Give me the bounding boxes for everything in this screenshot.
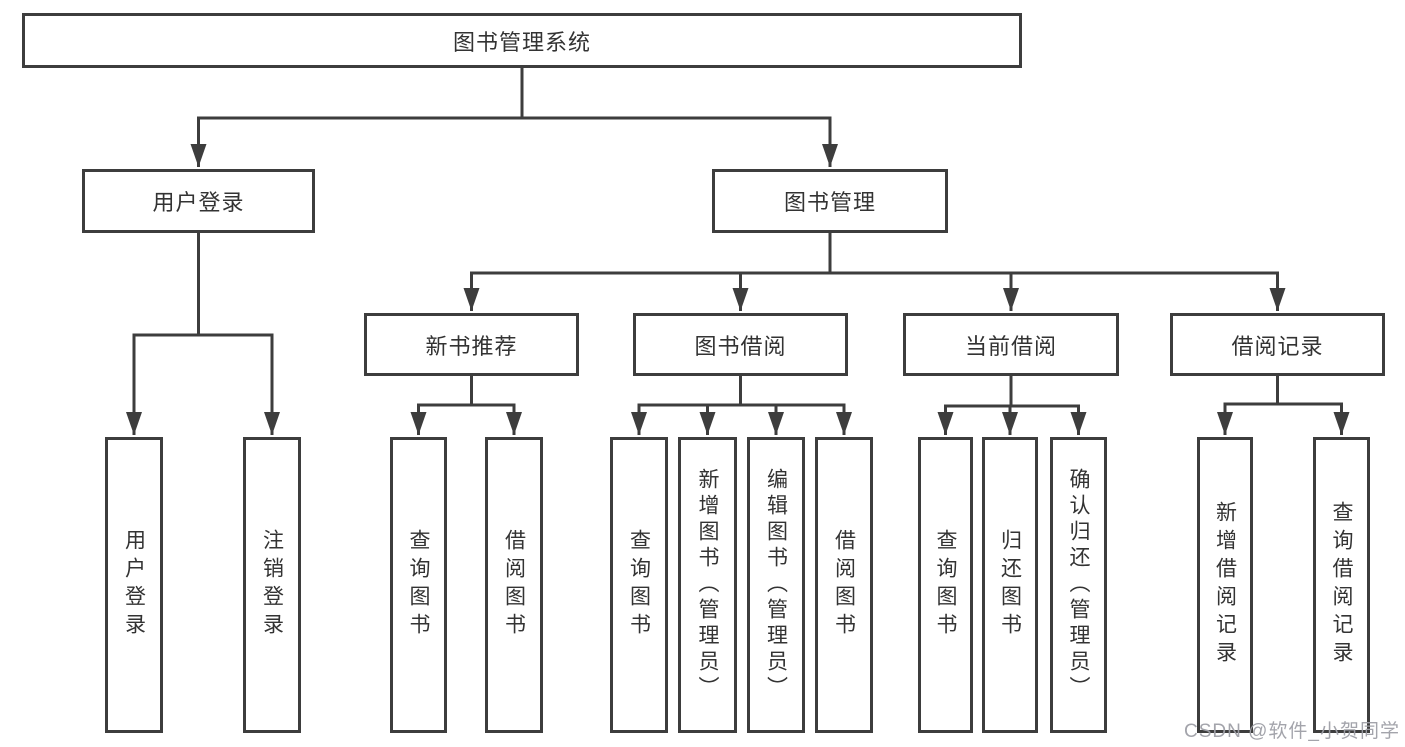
leaf-query-borrow-record: 查询借阅记录 [1313,437,1370,733]
node-root: 图书管理系统 [22,13,1022,68]
leaf-confirm-return-admin: 确认归还（管理员） [1050,437,1107,733]
leaf-return-book: 归还图书 [982,437,1038,733]
leaf-borrow-book-2: 借阅图书 [815,437,873,733]
node-new-book-recommend: 新书推荐 [364,313,579,376]
node-book-management: 图书管理 [712,169,948,233]
node-current-borrow: 当前借阅 [903,313,1119,376]
node-user-login: 用户登录 [82,169,315,233]
leaf-edit-book-admin: 编辑图书（管理员） [747,437,805,733]
leaf-query-book-1: 查询图书 [390,437,447,733]
leaf-user-login: 用户登录 [105,437,163,733]
leaf-logout: 注销登录 [243,437,301,733]
watermark-text: CSDN @软件_小贺同学 [1184,721,1400,742]
leaf-add-book-admin: 新增图书（管理员） [678,437,737,733]
leaf-borrow-book-1: 借阅图书 [485,437,543,733]
node-borrow-records: 借阅记录 [1170,313,1385,376]
leaf-query-book-2: 查询图书 [610,437,668,733]
leaf-add-borrow-record: 新增借阅记录 [1197,437,1253,733]
leaf-query-book-3: 查询图书 [918,437,973,733]
node-book-borrow: 图书借阅 [633,313,848,376]
